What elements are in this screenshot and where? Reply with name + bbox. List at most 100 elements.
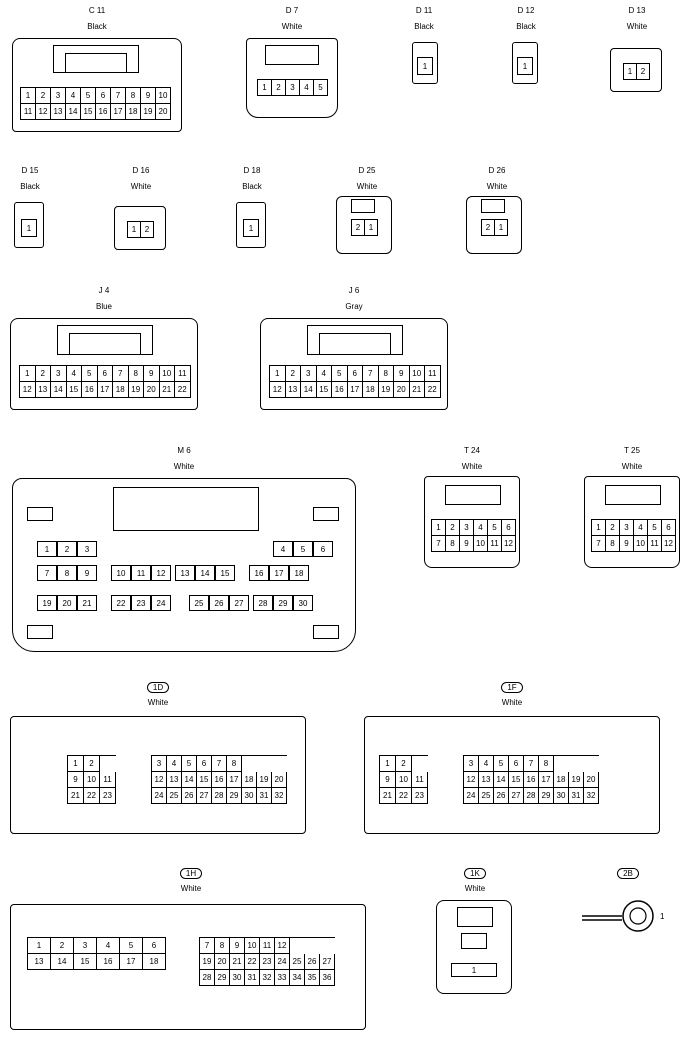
pin-18: 18 (363, 382, 379, 398)
pin-3: 3 (152, 756, 167, 772)
connector-t24-color: White (461, 462, 483, 471)
pin-9: 9 (141, 88, 156, 104)
pin-6: 6 (347, 366, 363, 382)
pin-10: 10 (84, 772, 100, 788)
pin-21: 21 (159, 382, 175, 398)
pin-11: 11 (131, 565, 151, 581)
pin-19: 19 (569, 772, 584, 788)
pin-21: 21 (409, 382, 425, 398)
pin-20: 20 (57, 595, 77, 611)
pin-16: 16 (524, 772, 539, 788)
connector-d12: D 12 Black 1 (502, 6, 550, 96)
connector-d18-housing: 1 (236, 202, 266, 248)
pin-1: 1 (68, 756, 84, 772)
pin-1: 1 (380, 756, 396, 772)
pin-24: 24 (275, 954, 290, 970)
connector-t25-latch (605, 485, 661, 505)
connector-m6-color: White (173, 462, 195, 471)
pin-28: 28 (200, 970, 215, 986)
pin-8: 8 (128, 366, 144, 382)
pin-20: 20 (215, 954, 230, 970)
pin-6: 6 (143, 938, 166, 954)
connector-2b-name: 2B (617, 868, 639, 879)
pin-26: 26 (305, 954, 320, 970)
pin-9: 9 (380, 772, 396, 788)
pin-3: 3 (286, 80, 300, 96)
pin-11: 11 (260, 938, 275, 954)
pin-24: 24 (151, 595, 171, 611)
pin-7: 7 (200, 938, 215, 954)
connector-2b-pin: 1 (660, 912, 665, 921)
pin-2: 2 (36, 88, 51, 104)
pin-6: 6 (502, 520, 516, 536)
connector-d25-latch (351, 199, 375, 213)
pin-12: 12 (152, 772, 167, 788)
pin-9: 9 (77, 565, 97, 581)
pin-4: 4 (66, 88, 81, 104)
connector-m6-latch (113, 487, 259, 531)
pin-5: 5 (82, 366, 98, 382)
pin-20: 20 (144, 382, 160, 398)
connector-d25-color: White (356, 182, 378, 191)
pin-8: 8 (606, 536, 620, 552)
connector-1f-color: White (501, 698, 523, 707)
pin-14: 14 (195, 565, 215, 581)
pin-36: 36 (320, 970, 335, 986)
connector-d7-name: D 7 (285, 6, 299, 15)
connector-t24-name: T 24 (464, 446, 480, 455)
connector-d12-pin: 1 (517, 57, 533, 75)
pin-22: 22 (396, 788, 412, 804)
pin-7: 7 (37, 565, 57, 581)
pin-17: 17 (111, 104, 126, 120)
pin-1: 1 (258, 80, 272, 96)
connector-d18: D 18 Black 1 (230, 166, 274, 262)
pin-12: 12 (151, 565, 171, 581)
connector-j6-name: J 6 (348, 286, 360, 295)
pin-9: 9 (230, 938, 245, 954)
pin-12: 12 (36, 104, 51, 120)
pin-16: 16 (82, 382, 98, 398)
connector-t24-latch (445, 485, 501, 505)
pin-19: 19 (378, 382, 394, 398)
pin-3: 3 (77, 541, 97, 557)
pin-13: 13 (285, 382, 301, 398)
pin-22: 22 (84, 788, 100, 804)
pin-19: 19 (128, 382, 144, 398)
pin-12: 12 (464, 772, 479, 788)
pin-27: 27 (229, 595, 249, 611)
connector-d7-latch (265, 45, 319, 65)
pin-7: 7 (363, 366, 379, 382)
pin-29: 29 (215, 970, 230, 986)
pin-32: 32 (260, 970, 275, 986)
pin-1: 1 (592, 520, 606, 536)
pin-16: 16 (212, 772, 227, 788)
connector-2b: 2B 1 (578, 868, 678, 948)
connector-1d-color: White (147, 698, 169, 707)
pin-32: 32 (584, 788, 599, 804)
pin-14: 14 (66, 104, 81, 120)
pin-8: 8 (57, 565, 77, 581)
pin-15: 15 (66, 382, 82, 398)
pin-6: 6 (197, 756, 212, 772)
connector-d15-color: Black (20, 182, 40, 191)
connector-1k-housing: 1 (436, 900, 512, 994)
